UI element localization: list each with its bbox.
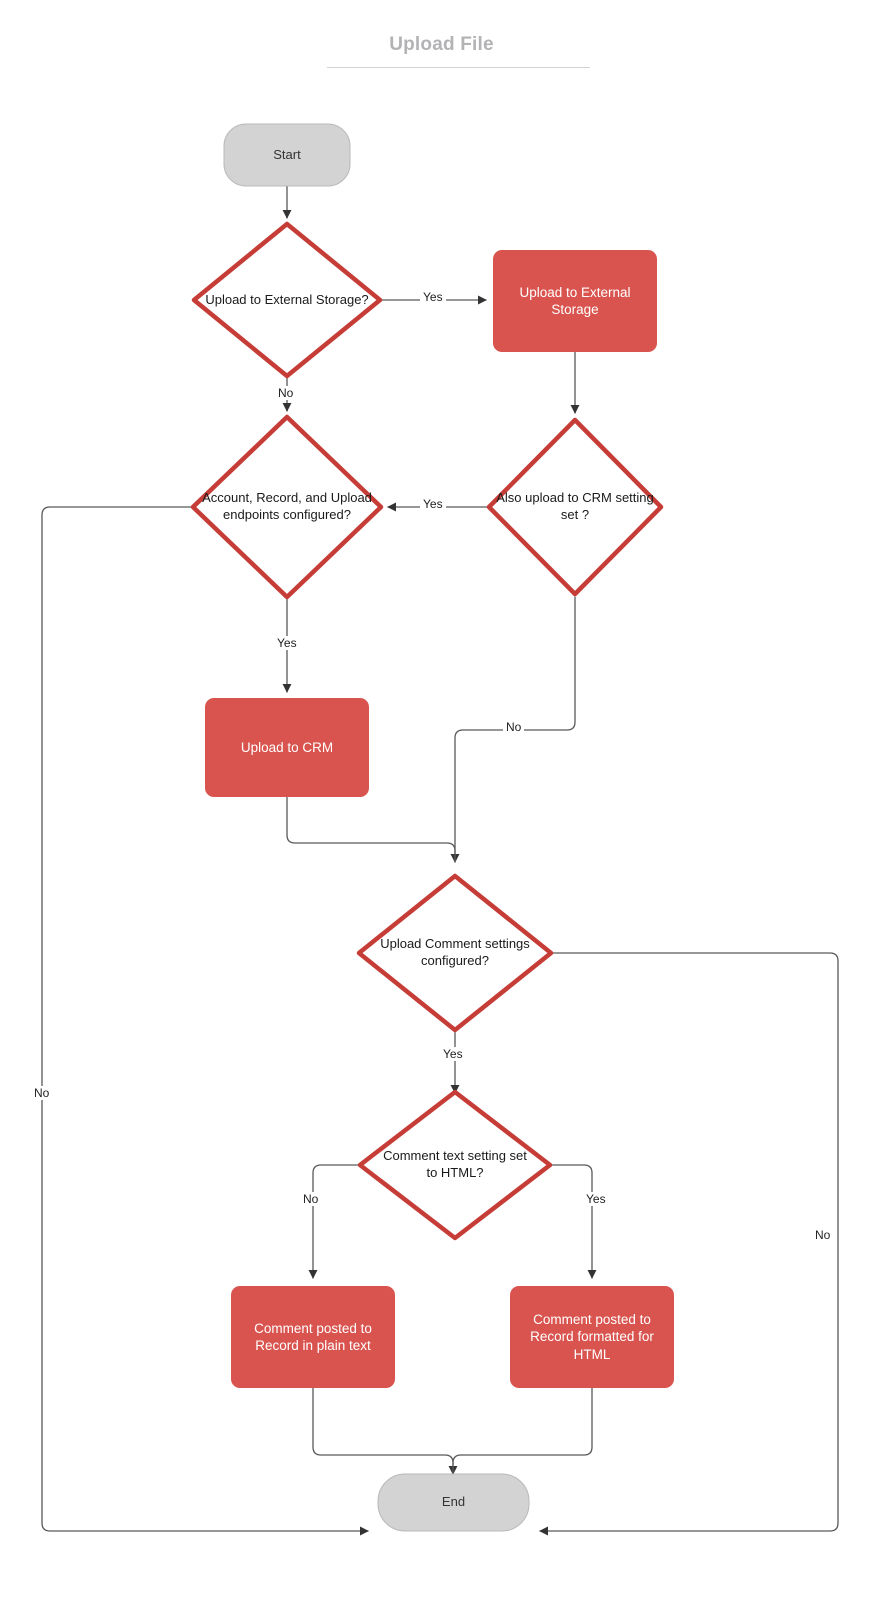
edge-comment-plain-to-end bbox=[312, 1387, 458, 1475]
edge-label-comment-settings-no: No bbox=[812, 1228, 834, 1242]
edge-comment-html-no bbox=[308, 1164, 361, 1279]
node-comment-html[interactable] bbox=[510, 1286, 674, 1388]
page-title: Upload File bbox=[389, 34, 494, 55]
node-endpoints-q[interactable] bbox=[190, 414, 384, 600]
node-comment-plain[interactable] bbox=[231, 1286, 395, 1388]
edge-upload-crm-to-comment-settings bbox=[286, 796, 456, 863]
title-divider bbox=[327, 67, 590, 68]
node-end[interactable] bbox=[377, 1473, 530, 1532]
edge-label-endpoints-no: No bbox=[31, 1086, 53, 1100]
node-start[interactable] bbox=[223, 123, 351, 187]
edge-comment-html-to-end bbox=[452, 1387, 593, 1475]
edge-comment-settings-no bbox=[539, 952, 839, 1536]
edge-label-endpoints-yes: Yes bbox=[274, 636, 300, 650]
edge-label-comment-settings-yes: Yes bbox=[440, 1047, 466, 1061]
edge-endpoints-no bbox=[41, 506, 369, 1536]
node-upload-crm[interactable] bbox=[205, 698, 369, 797]
node-upload-external[interactable] bbox=[493, 250, 657, 352]
edge-label-upload-external-q-yes: Yes bbox=[420, 290, 446, 304]
node-comment-settings-q[interactable] bbox=[356, 873, 554, 1033]
edge-label-also-crm-yes: Yes bbox=[420, 497, 446, 511]
edge-label-comment-html-yes: Yes bbox=[583, 1192, 609, 1206]
edge-label-upload-external-q-no: No bbox=[275, 386, 297, 400]
node-comment-html-q[interactable] bbox=[357, 1089, 553, 1241]
edge-comment-html-yes bbox=[549, 1164, 597, 1279]
node-upload-external-q[interactable] bbox=[191, 221, 383, 379]
node-also-crm-q[interactable] bbox=[486, 417, 664, 597]
edge-label-also-crm-no: No bbox=[503, 720, 525, 734]
edge-label-comment-html-no: No bbox=[300, 1192, 322, 1206]
